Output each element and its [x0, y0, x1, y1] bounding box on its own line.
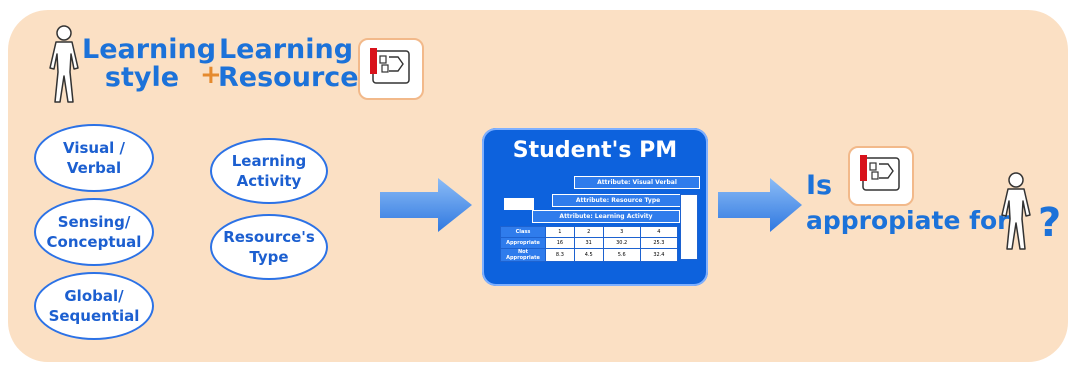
table-cell: 16 [545, 237, 575, 249]
table-header-cell: 1 [545, 226, 575, 238]
layer-tab [504, 198, 534, 210]
layer-learning-activity: Attribute: Learning Activity [532, 210, 680, 223]
table-header-cell: 4 [639, 226, 679, 238]
learning-object-icon [370, 48, 410, 84]
table-cell: 25.3 [639, 237, 679, 249]
table-header-cell: 3 [602, 226, 641, 238]
layer-resource-type: Attribute: Resource Type [552, 194, 684, 207]
layer-stack-edge [680, 194, 698, 260]
person-icon [49, 25, 79, 103]
resource-card-small [848, 146, 914, 206]
table-cell: 5.6 [602, 248, 641, 262]
learning-resource-heading: Learning Resource [218, 34, 359, 93]
question-appropriate-for: appropiate for [806, 206, 1010, 235]
model-table: Class 1 2 3 4 Appropriate 16 31 30.2 25.… [500, 226, 679, 262]
student-model-title: Student's PM [512, 138, 678, 163]
student-model-panel: Student's PM Attribute: Visual Verbal At… [482, 128, 708, 286]
learning-object-icon [860, 155, 900, 191]
attribute-learning-activity: Learning Activity [210, 138, 328, 204]
table-header-cell: Class [500, 226, 546, 238]
table-cell: 32.4 [639, 248, 679, 262]
dimension-visual-verbal: Visual / Verbal [34, 124, 154, 192]
question-is: Is [806, 170, 833, 201]
table-row-label: Appropriate [500, 237, 546, 249]
attribute-resource-type: Resource's Type [210, 214, 328, 280]
question-mark: ? [1038, 200, 1062, 246]
dimension-global-sequential: Global/ Sequential [34, 272, 154, 340]
dimension-sensing-conceptual: Sensing/ Conceptual [34, 198, 154, 266]
table-cell: 4.5 [573, 248, 604, 262]
table-row-label: Not Appropriate [500, 248, 546, 262]
layer-visual-verbal: Attribute: Visual Verbal [574, 176, 700, 189]
table-header-cell: 2 [573, 226, 604, 238]
resource-card [358, 38, 424, 100]
table-cell: 8.3 [545, 248, 575, 262]
person-icon [1001, 172, 1031, 250]
arrow-right-icon [718, 178, 802, 232]
table-cell: 30.2 [602, 237, 641, 249]
learning-style-heading: Learning style [82, 34, 217, 93]
plus-sign: + [200, 60, 222, 90]
table-cell: 31 [573, 237, 604, 249]
arrow-right-icon [380, 178, 472, 232]
